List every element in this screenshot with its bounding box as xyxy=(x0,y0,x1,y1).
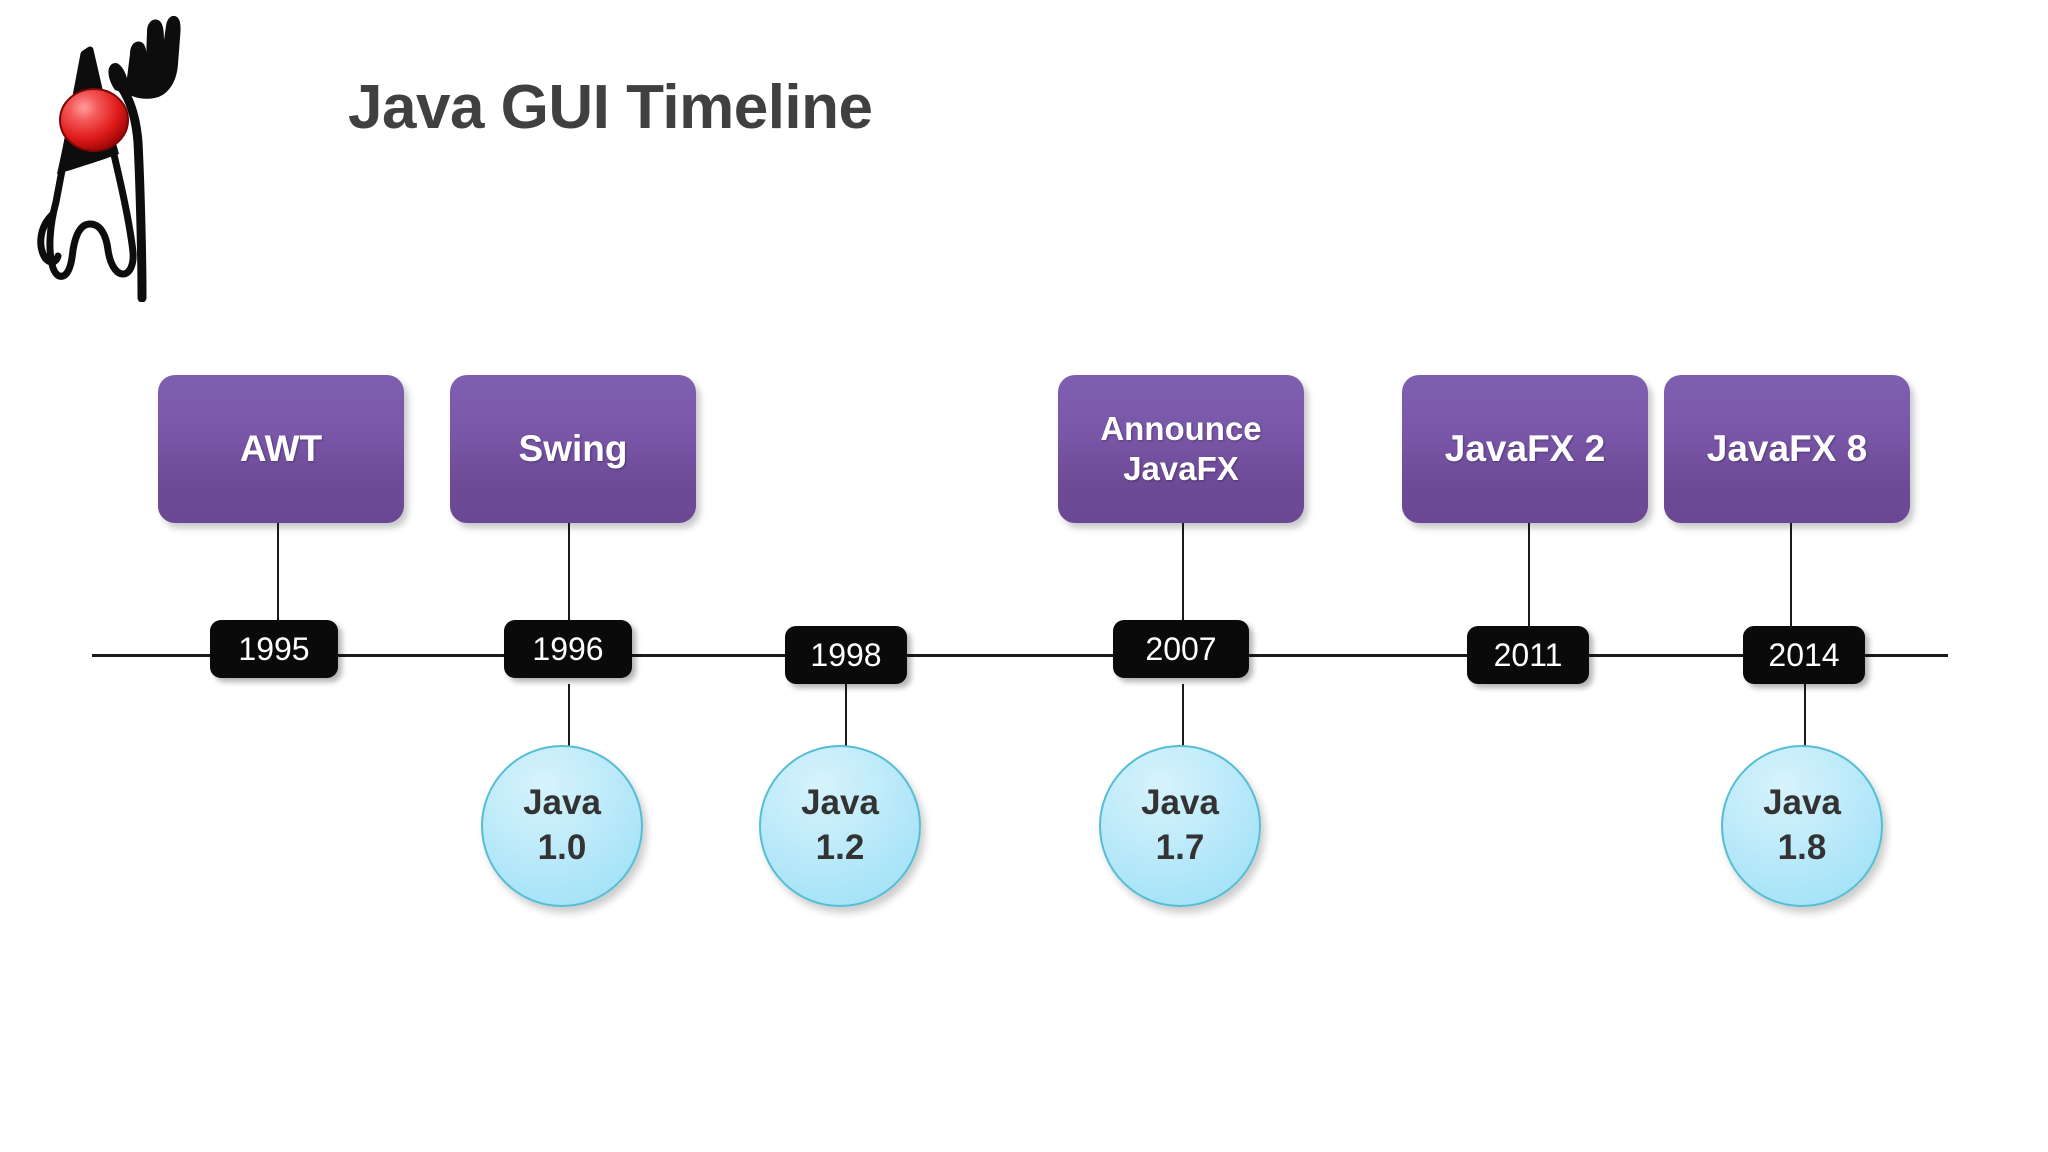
milestone-label: AWT xyxy=(239,428,323,470)
year-label: 1996 xyxy=(532,630,604,667)
version-name: Java xyxy=(1141,783,1219,823)
version-circle-java-1-0[interactable]: Java 1.0 xyxy=(481,745,643,907)
version-circle-java-1-2[interactable]: Java 1.2 xyxy=(759,745,921,907)
year-marker-1998[interactable]: 1998 xyxy=(785,626,907,684)
connector-1998-java-1-2 xyxy=(845,684,847,746)
timeline-axis-line xyxy=(92,654,1948,657)
version-name: Java xyxy=(801,783,879,823)
year-marker-2014[interactable]: 2014 xyxy=(1743,626,1865,684)
year-marker-2007[interactable]: 2007 xyxy=(1113,620,1249,678)
year-marker-1995[interactable]: 1995 xyxy=(210,620,338,678)
version-number: 1.8 xyxy=(1777,828,1827,867)
version-name: Java xyxy=(523,783,601,823)
connector-javafx8-2014 xyxy=(1790,523,1792,626)
connector-announce-javafx-2007 xyxy=(1182,523,1184,626)
milestone-box-javafx-2[interactable]: JavaFX 2 xyxy=(1402,375,1648,523)
milestone-box-swing[interactable]: Swing xyxy=(450,375,696,523)
year-label: 2007 xyxy=(1145,630,1217,667)
year-marker-1996[interactable]: 1996 xyxy=(504,620,632,678)
year-label: 2011 xyxy=(1493,636,1563,673)
milestone-label: Swing xyxy=(518,428,628,470)
version-number: 1.7 xyxy=(1155,828,1205,867)
year-label: 1998 xyxy=(810,636,882,673)
connector-swing-1996 xyxy=(568,523,570,626)
page-title: Java GUI Timeline xyxy=(348,73,873,142)
milestone-box-awt[interactable]: AWT xyxy=(158,375,404,523)
connector-javafx2-2011 xyxy=(1528,523,1530,626)
connector-2014-java-1-8 xyxy=(1804,684,1806,746)
year-marker-2011[interactable]: 2011 xyxy=(1467,626,1589,684)
version-circle-java-1-8[interactable]: Java 1.8 xyxy=(1721,745,1883,907)
connector-awt-1995 xyxy=(277,523,279,626)
milestone-label: JavaFX 2 xyxy=(1444,428,1606,470)
milestone-label: Announce JavaFX xyxy=(1100,409,1262,487)
milestone-label: JavaFX 8 xyxy=(1706,428,1868,470)
version-number: 1.2 xyxy=(815,828,865,867)
year-label: 2014 xyxy=(1768,636,1840,673)
connector-2007-java-1-7 xyxy=(1182,684,1184,746)
milestone-box-announce-javafx[interactable]: Announce JavaFX xyxy=(1058,375,1304,523)
connector-1996-java-1-0 xyxy=(568,684,570,746)
version-circle-java-1-7[interactable]: Java 1.7 xyxy=(1099,745,1261,907)
milestone-box-javafx-8[interactable]: JavaFX 8 xyxy=(1664,375,1910,523)
version-name: Java xyxy=(1763,783,1841,823)
year-label: 1995 xyxy=(238,630,310,667)
java-duke-mascot-icon xyxy=(20,2,195,303)
version-number: 1.0 xyxy=(537,828,587,867)
